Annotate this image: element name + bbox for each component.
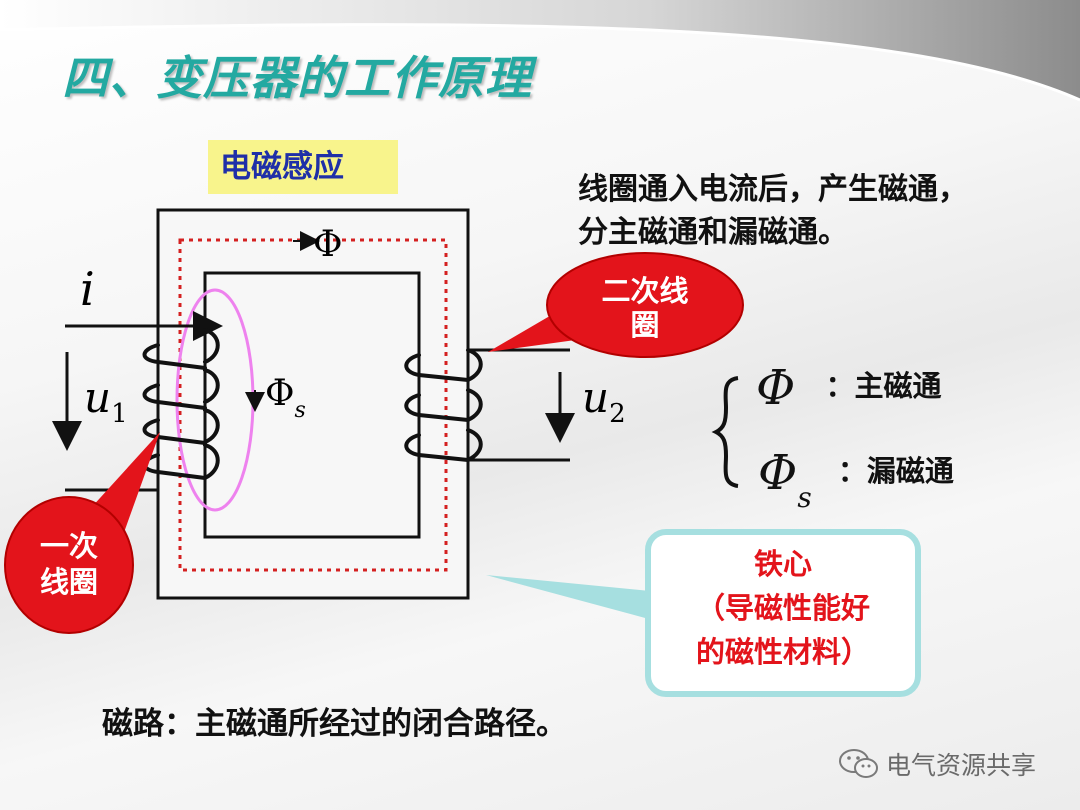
legend-leak-symbol: Φ (758, 445, 798, 501)
iron-core (156, 208, 470, 600)
watermark-text: 电气资源共享 (886, 751, 1037, 780)
legend-leak-flux: Φs ：漏磁通 (758, 445, 954, 514)
description: 线圈通入电流后，产生磁通， 分主磁通和漏磁通。 (578, 168, 968, 254)
legend-leak-sub: s (797, 481, 812, 514)
main-flux-label: Φ (313, 224, 343, 265)
legend-main-flux: Φ ：主磁通 (756, 360, 941, 416)
section-label: 电磁感应 (208, 140, 398, 194)
description-line-1: 线圈通入电流后，产生磁通， (578, 172, 968, 207)
leakage-flux-label: Φs (265, 373, 306, 423)
u2-label: u2 (582, 373, 626, 429)
description-line-2: 分主磁通和漏磁通。 (578, 215, 848, 250)
primary-callout-line-1: 一次 (39, 529, 98, 563)
secondary-coil (404, 348, 483, 462)
primary-callout-line-2: 线圈 (39, 565, 98, 599)
header-swoosh (0, 0, 1080, 102)
watermark: 电气资源共享 (838, 746, 1036, 782)
legend-main-label: ：主磁通 (825, 369, 942, 403)
primary-coil-callout-text: 一次 线圈 (19, 528, 119, 600)
slide-title: 四、变压器的工作原理 (62, 51, 532, 105)
secondary-coil-callout-text: 二次线 圈 (575, 274, 715, 342)
core-callout-text: 铁心 （导磁性能好 的磁性材料） (655, 542, 911, 674)
legend-brace (711, 376, 739, 488)
wechat-icon (839, 749, 878, 778)
secondary-coil-callout (488, 252, 744, 358)
secondary-callout-line-2: 圈 (630, 308, 660, 342)
primary-coil-callout (4, 432, 160, 634)
legend-main-symbol: Φ (756, 360, 796, 416)
core-callout (486, 529, 921, 697)
core-callout-line-1: 铁心 (753, 547, 812, 581)
legend-leak-label: ：漏磁通 (837, 454, 954, 488)
core-callout-line-2: （导磁性能好 (695, 591, 870, 625)
secondary-callout-line-1: 二次线 (601, 274, 689, 308)
magnetic-circuit-definition: 磁路：主磁通所经过的闭合路径。 (102, 706, 567, 742)
core-callout-line-3: 的磁性材料） (695, 635, 870, 669)
current-label: i (80, 262, 95, 316)
u1-label: u1 (84, 373, 128, 429)
secondary-leads (468, 348, 570, 462)
